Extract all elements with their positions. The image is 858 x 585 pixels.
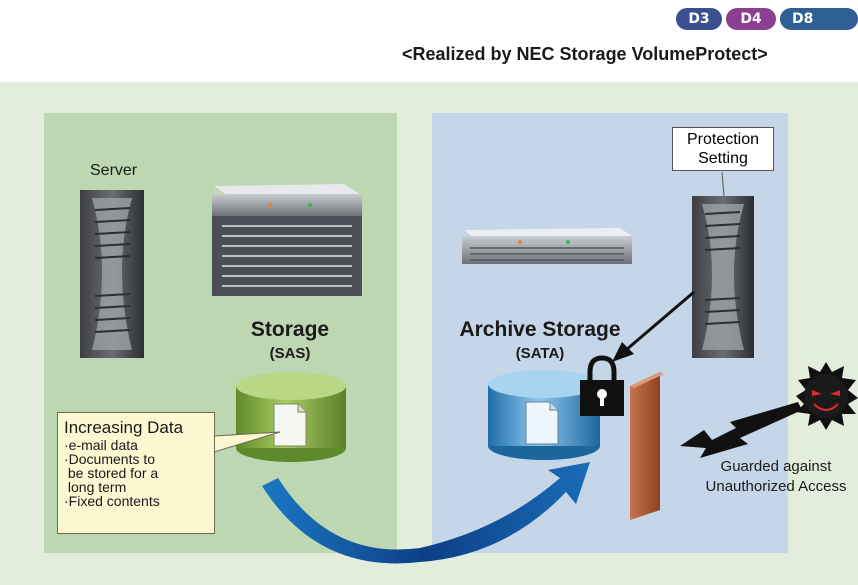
archive-storage-title: Archive Storage — [459, 318, 621, 341]
storage-array-icon — [212, 184, 362, 296]
guard-caption: Guarded against Unauthorized Access — [676, 457, 858, 497]
intruder-icon — [796, 362, 858, 430]
data-item: ·e-mail data — [64, 437, 138, 453]
server-icon — [80, 190, 144, 358]
data-item: be stored for a — [64, 465, 159, 481]
badge-d3: D3 — [676, 8, 722, 30]
sas-disk-icon — [236, 372, 346, 462]
data-item: long term — [64, 479, 127, 495]
migration-arrow — [262, 462, 590, 564]
protection-setting-line2: Setting — [698, 150, 748, 167]
archive-storage-unit-icon — [462, 228, 632, 264]
storage-subtitle: (SAS) — [269, 345, 311, 362]
lock-icon — [580, 355, 624, 416]
increasing-data-heading: Increasing Data — [64, 418, 184, 437]
protection-setting-callout: Protection Setting — [672, 127, 774, 171]
guard-line2: Unauthorized Access — [705, 478, 847, 495]
firewall-icon — [630, 372, 664, 520]
server-label: Server — [90, 162, 138, 179]
protection-setting-line1: Protection — [686, 131, 760, 148]
data-item: ·Fixed contents — [64, 493, 160, 509]
storage-title: Storage — [250, 318, 330, 341]
increasing-data-callout: Increasing Data ·e-mail data ·Documents … — [57, 412, 215, 534]
badge-d8: D8 — [780, 8, 858, 30]
protection-server-icon — [692, 196, 754, 358]
attack-lightning-icon — [680, 402, 802, 458]
archive-storage-subtitle: (SATA) — [515, 345, 565, 362]
data-item: ·Documents to — [64, 451, 156, 467]
guard-line1: Guarded against — [720, 458, 832, 475]
protection-arrow — [612, 290, 695, 362]
page-subtitle: <Realized by NEC Storage VolumeProtect> — [402, 44, 768, 64]
badge-d4: D4 — [726, 8, 776, 30]
